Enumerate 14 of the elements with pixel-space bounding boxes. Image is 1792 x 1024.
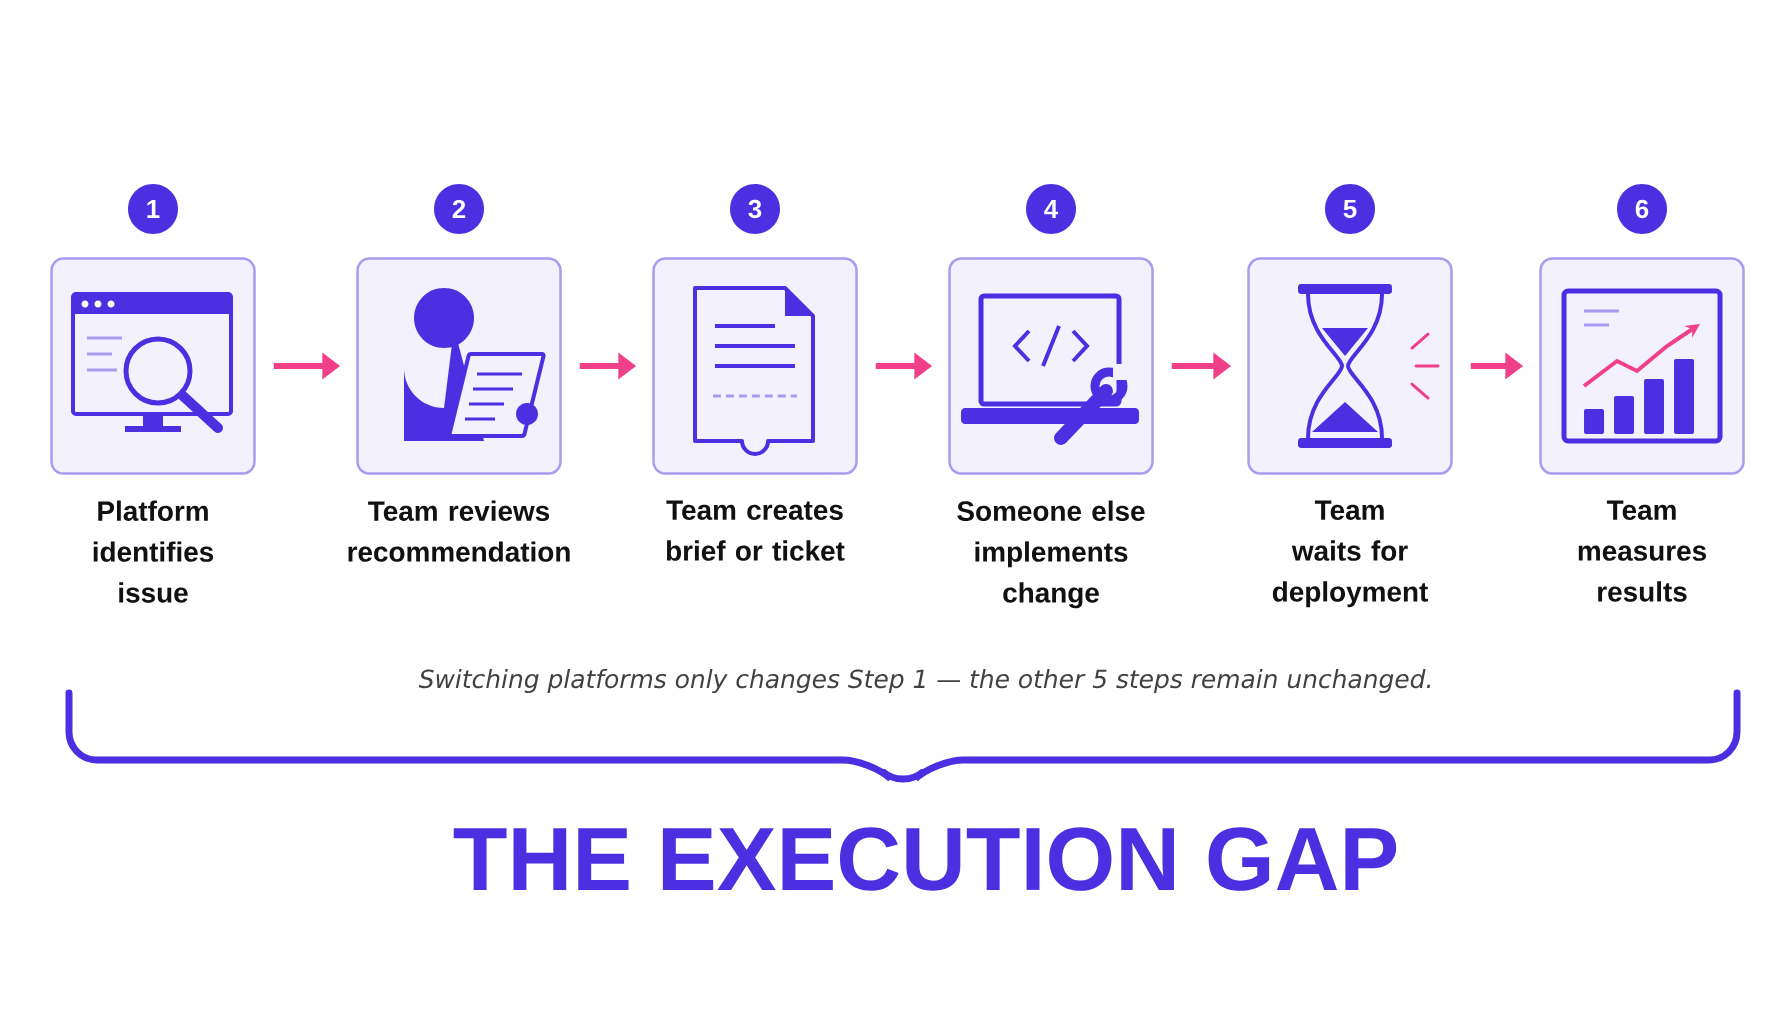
step-label: Team waits for deployment [1272, 500, 1428, 608]
number-badge: 2 [434, 184, 484, 234]
number-badge: 1 [128, 184, 178, 234]
step-label: Team creates brief or ticket [666, 500, 845, 561]
number-badge: 5 [1325, 184, 1375, 234]
step-label: Platform identifies issue [93, 500, 214, 603]
step-label: Team measures results [1578, 500, 1706, 602]
number-badge: 6 [1617, 184, 1667, 234]
step-label: Someone else implements change [957, 500, 1145, 609]
number-badge: 3 [730, 184, 780, 234]
step-label: Team reviews recommendation [348, 500, 570, 562]
title: THE EXECUTION GAP [453, 827, 1397, 891]
number-badge: 4 [1026, 184, 1076, 234]
caption: Switching platforms only changes Step 1 — the other 5 steps remain unchanged. [418, 668, 1431, 694]
